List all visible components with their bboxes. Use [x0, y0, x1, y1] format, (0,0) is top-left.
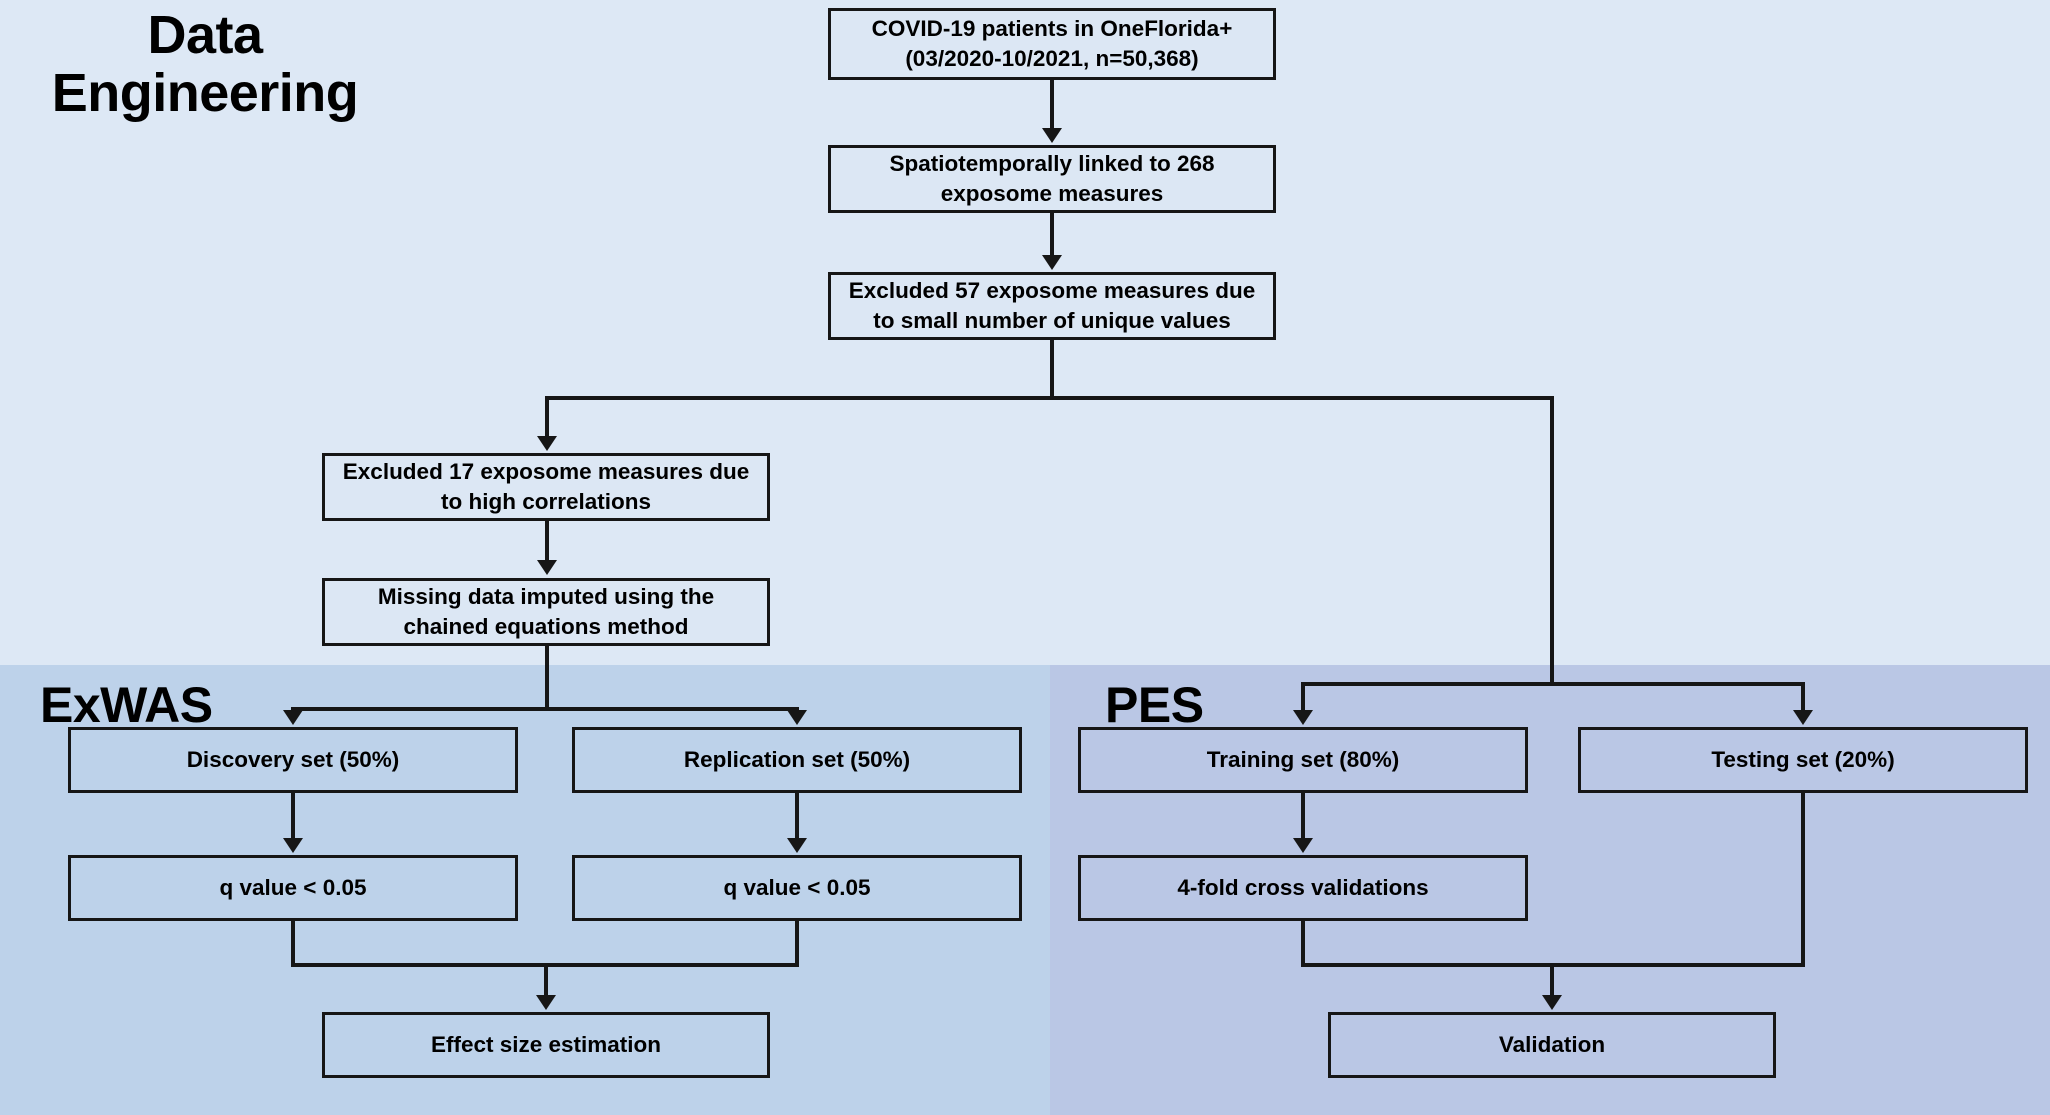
node-replication-set[interactable]: Replication set (50%)	[572, 727, 1022, 793]
connector-qvalue-left-merge	[291, 921, 295, 967]
connector-pes-right-drop	[1801, 682, 1805, 712]
arrowhead-to-testing-set	[1793, 710, 1813, 725]
connector-excluded17-to-imputed	[545, 521, 549, 561]
node-cohort[interactable]: COVID-19 patients in OneFlorida+ (03/202…	[828, 8, 1276, 80]
connector-excluded57-stem	[1050, 340, 1054, 398]
arrowhead-to-training-set	[1293, 710, 1313, 725]
connector-testing-down	[1801, 793, 1805, 967]
arrowhead-to-effect-size	[536, 995, 556, 1010]
connector-crossval-merge	[1301, 921, 1305, 967]
section-title-exwas: ExWAS	[40, 677, 213, 733]
arrowhead-replication-to-qvalue	[787, 838, 807, 853]
node-cross-validation[interactable]: 4-fold cross validations	[1078, 855, 1528, 921]
node-discovery-set[interactable]: Discovery set (50%)	[68, 727, 518, 793]
node-excluded-57[interactable]: Excluded 57 exposome measures due to sma…	[828, 272, 1276, 340]
node-excluded-17[interactable]: Excluded 17 exposome measures due to hig…	[322, 453, 770, 521]
node-linked-exposome[interactable]: Spatiotemporally linked to 268 exposome …	[828, 145, 1276, 213]
arrowhead-to-discovery-set	[283, 710, 303, 725]
section-title-data-engineering: Data Engineering	[51, 5, 359, 124]
connector-training-to-crossval	[1301, 793, 1305, 839]
arrowhead-cohort-to-linked	[1042, 128, 1062, 143]
node-q-value-discovery[interactable]: q value < 0.05	[68, 855, 518, 921]
arrowhead-training-to-crossval	[1293, 838, 1313, 853]
node-testing-set[interactable]: Testing set (20%)	[1578, 727, 2028, 793]
node-validation[interactable]: Validation	[1328, 1012, 1776, 1078]
arrowhead-discovery-to-qvalue	[283, 838, 303, 853]
connector-bus-to-excluded17	[545, 396, 549, 438]
arrowhead-to-validation	[1542, 995, 1562, 1010]
connector-cohort-to-linked	[1050, 80, 1054, 130]
connector-bus-to-pes	[1550, 396, 1554, 682]
connector-split-bus-main	[545, 396, 1554, 400]
connector-merge-to-effect-size	[544, 963, 548, 997]
connector-exwas-split-bus	[291, 707, 799, 711]
connector-merge-to-validation	[1550, 963, 1554, 997]
arrowhead-linked-to-excluded57	[1042, 255, 1062, 270]
node-imputed[interactable]: Missing data imputed using the chained e…	[322, 578, 770, 646]
node-q-value-replication[interactable]: q value < 0.05	[572, 855, 1022, 921]
section-title-pes: PES	[1105, 677, 1204, 733]
node-training-set[interactable]: Training set (80%)	[1078, 727, 1528, 793]
connector-pes-left-drop	[1301, 682, 1305, 712]
arrowhead-excluded17-to-imputed	[537, 560, 557, 575]
arrowhead-to-replication-set	[787, 710, 807, 725]
connector-discovery-to-qvalue	[291, 793, 295, 839]
connector-linked-to-excluded57	[1050, 213, 1054, 257]
connector-qvalue-right-merge	[795, 921, 799, 967]
connector-imputed-stem	[545, 646, 549, 711]
connector-replication-to-qvalue	[795, 793, 799, 839]
connector-pes-split-bus	[1301, 682, 1805, 686]
arrowhead-bus-to-excluded17	[537, 436, 557, 451]
node-effect-size[interactable]: Effect size estimation	[322, 1012, 770, 1078]
